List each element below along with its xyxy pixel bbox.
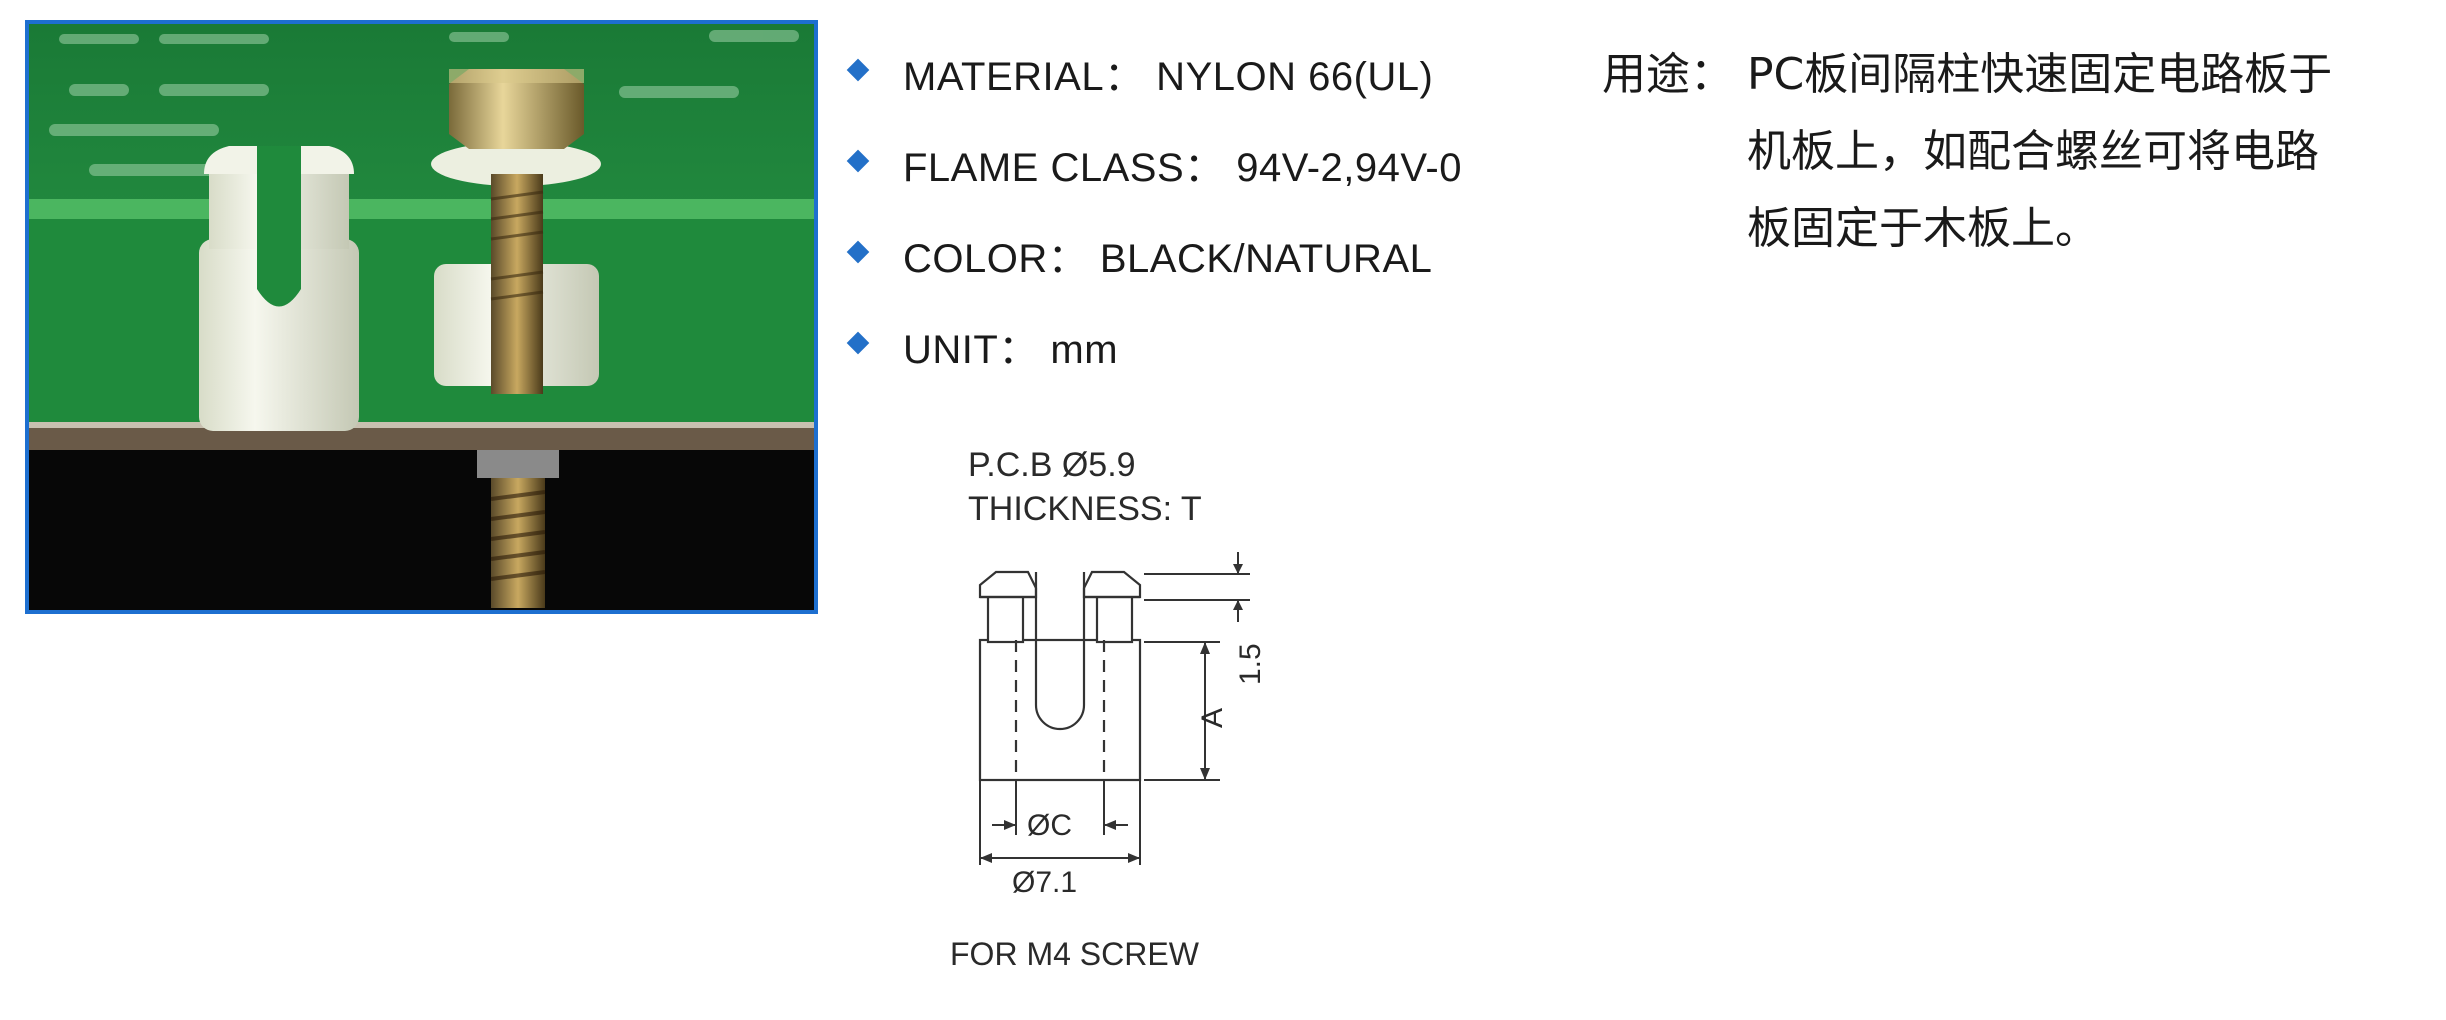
pcb-hole-label: P.C.B Ø5.9: [968, 446, 1136, 484]
spec-item-material: MATERIAL： NYLON 66(UL): [846, 38, 1550, 129]
spec-item-flame-class: FLAME CLASS： 94V-2,94V-0: [846, 129, 1550, 220]
spec-item-unit: UNIT： mm: [846, 311, 1550, 402]
dim-outer-label: Ø7.1: [1012, 866, 1077, 899]
spec-label: MATERIAL： NYLON 66(UL): [903, 55, 1434, 99]
spacer-drawing: P.C.B Ø5.9 THICKNESS: T: [950, 446, 1267, 972]
spec-item-color: COLOR： BLACK/NATURAL: [846, 220, 1550, 311]
usage-line: PC板间隔柱快速固定电路板于: [1747, 49, 2333, 100]
spec-label: UNIT： mm: [903, 328, 1119, 372]
drawing-caption: FOR M4 SCREW: [950, 936, 1200, 972]
product-photo: [25, 20, 818, 614]
spec-label: FLAME CLASS： 94V-2,94V-0: [903, 146, 1462, 190]
diamond-bullet-icon: [846, 149, 870, 173]
dim-top-label: 1.5: [1234, 643, 1267, 685]
spacer-outline: [978, 570, 1142, 782]
dim-inner-label: ØC: [1027, 809, 1072, 842]
thickness-label: THICKNESS: T: [968, 490, 1202, 528]
diamond-bullet-icon: [846, 240, 870, 264]
dim-a-label: A: [1196, 708, 1229, 728]
diamond-bullet-icon: [846, 331, 870, 355]
diamond-bullet-icon: [846, 58, 870, 82]
pcb-spacer-photo-icon: [29, 24, 814, 610]
usage-line: 板固定于木板上。: [1747, 203, 2099, 254]
usage-line: 机板上，如配合螺丝可将电路: [1747, 126, 2319, 177]
usage-label: 用途：: [1602, 49, 1734, 100]
technical-drawing: P.C.B Ø5.9 THICKNESS: T: [900, 440, 1350, 980]
spec-label: COLOR： BLACK/NATURAL: [903, 237, 1433, 281]
spec-list: MATERIAL： NYLON 66(UL) FLAME CLASS： 94V-…: [846, 38, 1550, 402]
